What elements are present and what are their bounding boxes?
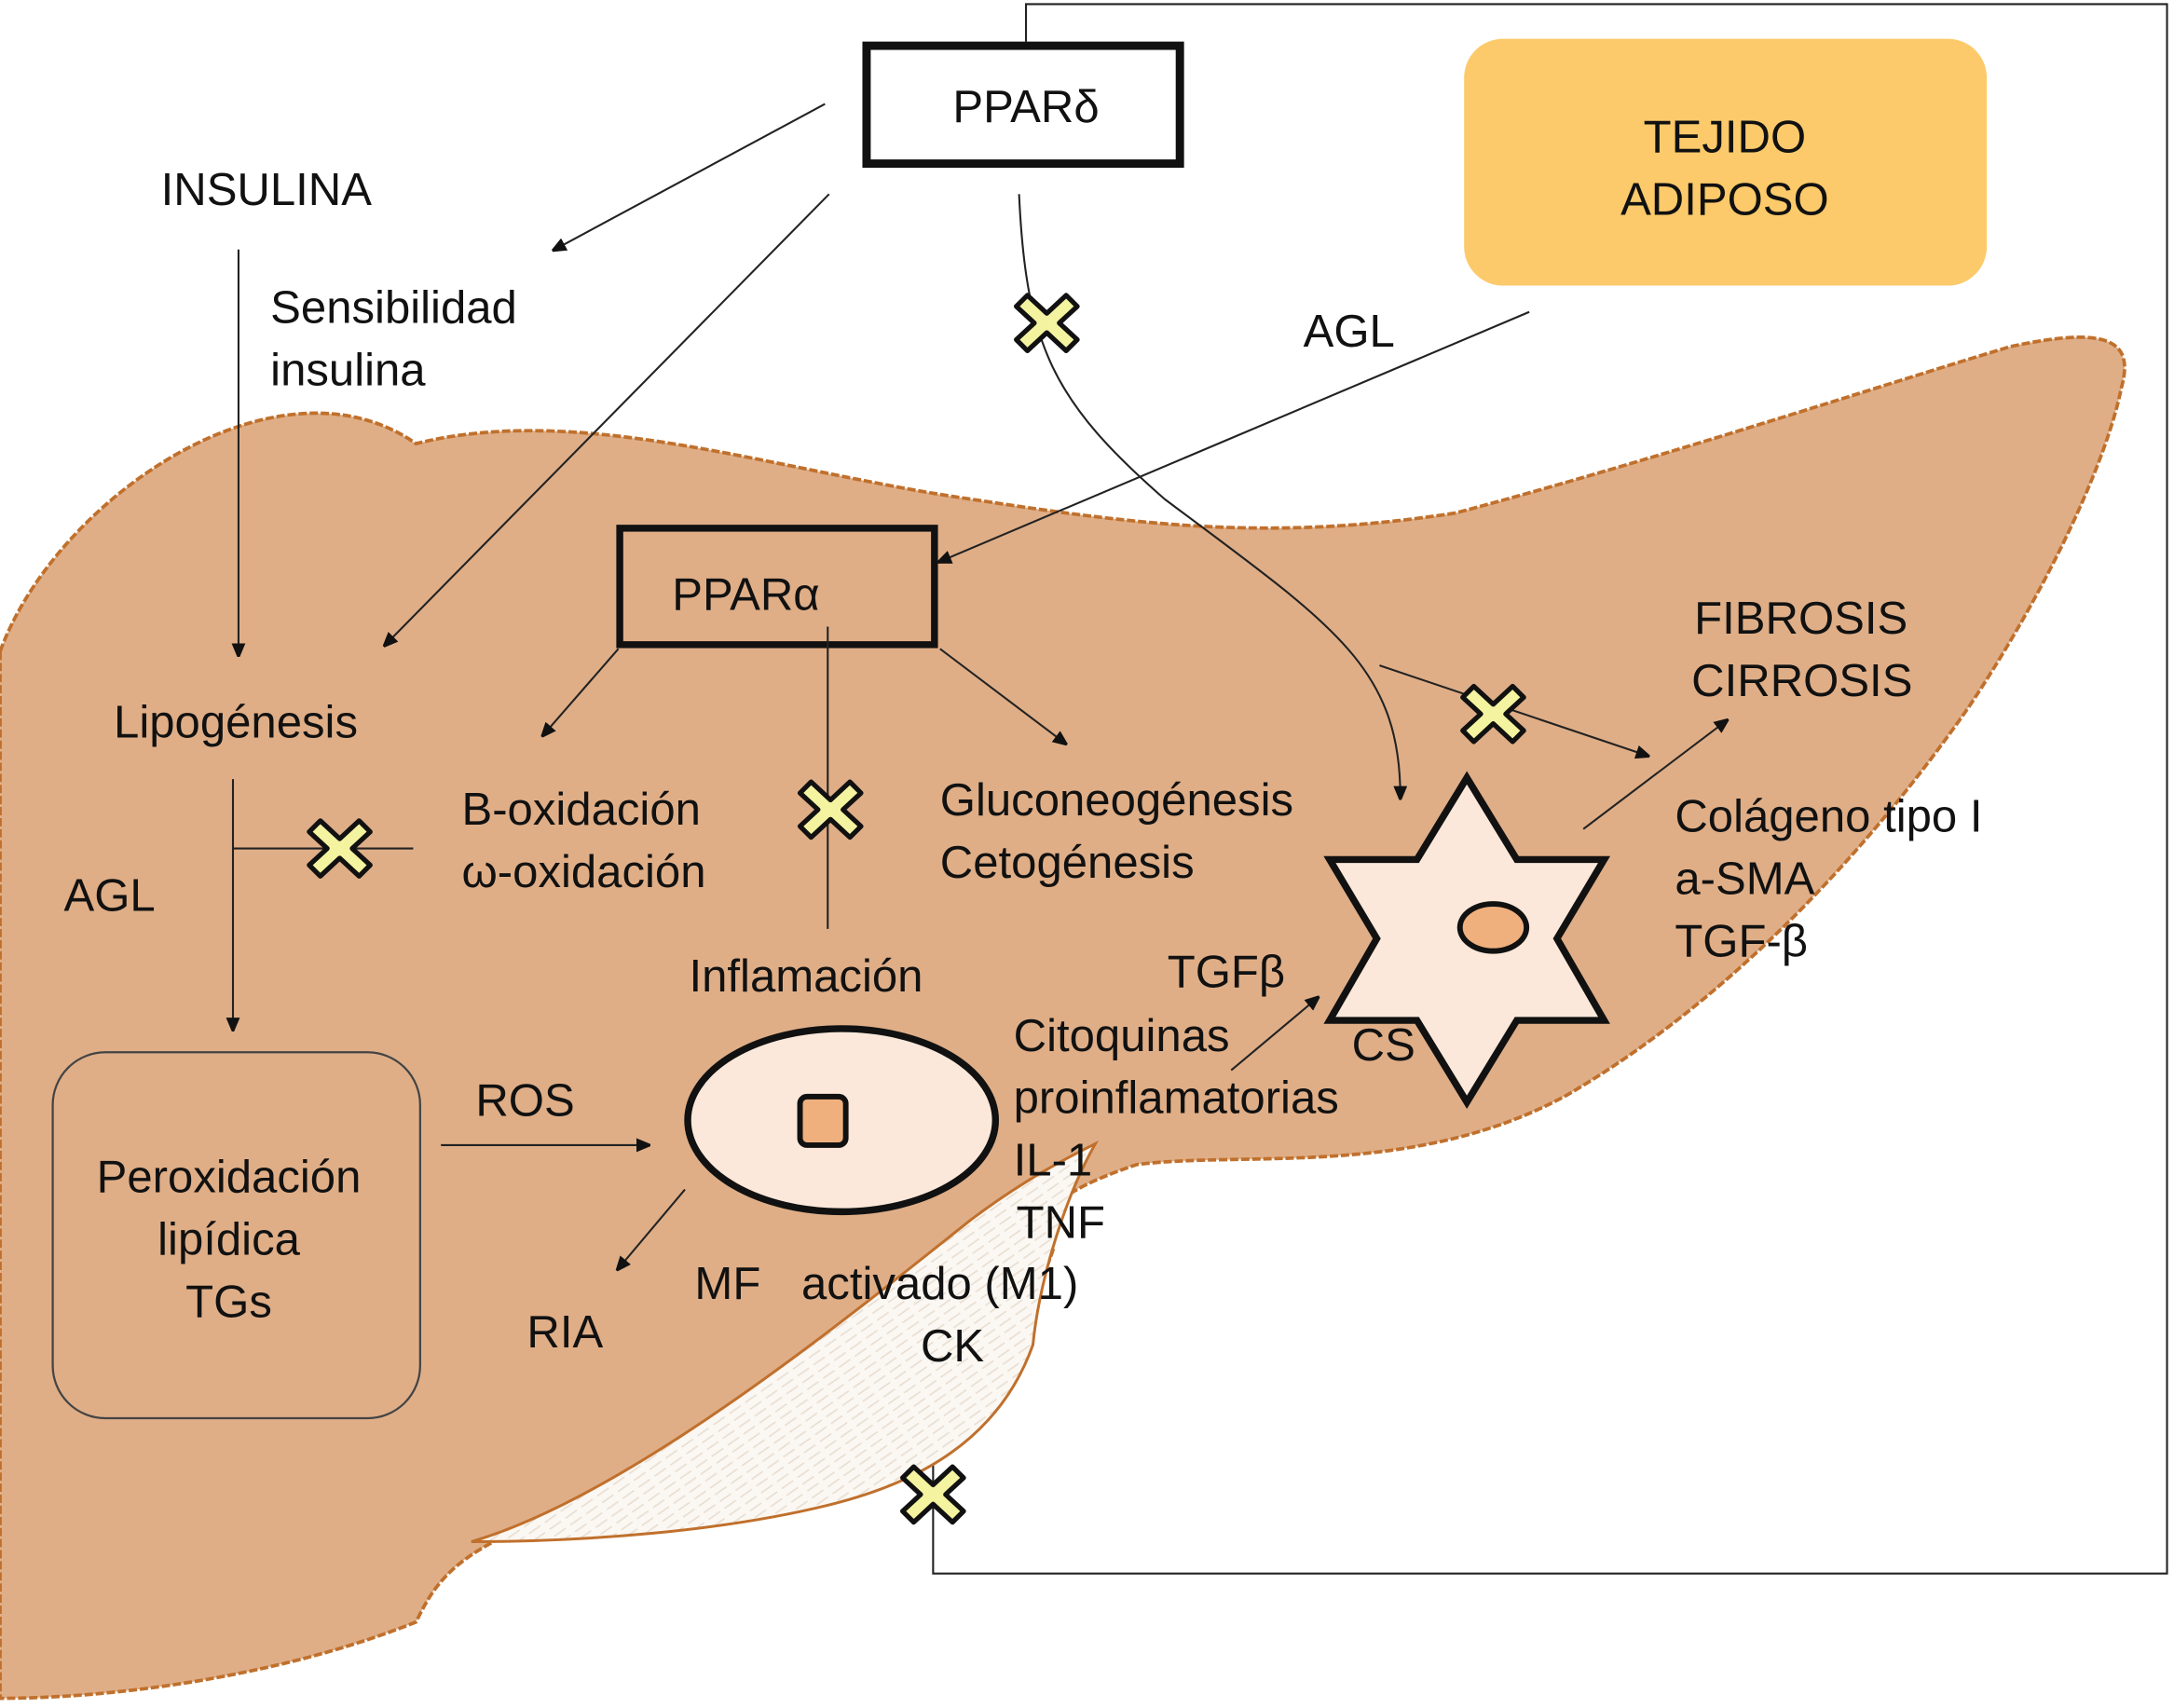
citoquinas-label-3: IL-1 [1014,1136,1093,1186]
adipose-label-1: TEJIDO [1644,113,1807,163]
macrophage-nucleus [797,1093,849,1148]
peroxidacion-label-1: Peroxidación [97,1153,362,1203]
peroxidacion-label-3: TGs [185,1277,272,1327]
feedback-frame-line [933,3,2168,1575]
colageno-label-1: Colágeno tipo I [1675,792,1982,842]
lipogenesis-label: Lipogénesis [114,698,358,748]
citoquinas-label-4: TNF [1017,1198,1105,1249]
ck-label: CK [921,1321,984,1372]
cs-label: CS [1352,1020,1415,1071]
colageno-label-2: a-SMA [1675,854,1814,905]
sensibilidad-label-2: insulina [270,346,426,396]
oxidacion-label-2: ω-oxidación [461,847,705,897]
gluconeo-label-2: Cetogénesis [940,838,1195,888]
peroxidacion-box [51,1051,421,1420]
adipose-label-2: ADIPOSO [1620,175,1829,225]
ria-label: RIA [526,1307,603,1358]
arrow-ppard-to-lipogenesis [386,193,830,645]
ppar-alpha-label: PPARα [672,570,819,621]
adipose-tissue-box [1464,38,1988,286]
gluconeo-label-1: Gluconeogénesis [940,775,1293,826]
arrow-stellate-to-fibrosis [1582,721,1726,830]
agl-left-label: AGL [63,871,155,922]
arrow-macrophage-to-ria [619,1188,686,1269]
activado-label: activado (M1) [801,1259,1078,1309]
mf-label: MF [694,1259,760,1309]
block-x-icon [1017,295,1077,351]
ppar-alpha-box [616,525,938,649]
agl-top-label: AGL [1304,307,1395,357]
arrow-ppard-to-sensibilidad [554,102,826,250]
arrow-to-fibrosis-blocked [1379,664,1647,756]
peroxidacion-label-2: lipídica [157,1214,300,1264]
citoquinas-label-2: proinflamatorias [1014,1073,1339,1124]
arrow-tgfb-to-stellate [1230,998,1317,1072]
stellate-nucleus [1456,901,1530,954]
ppar-delta-label: PPARδ [952,82,1099,132]
ros-label: ROS [475,1076,574,1127]
ppar-delta-box [862,41,1184,169]
oxidacion-label-1: B-oxidación [461,785,700,835]
insulina-label: INSULINA [161,165,373,215]
inflamacion-label: Inflamación [689,951,923,1002]
fibrotic-region [471,1140,1100,1543]
arrow-adipose-to-pparalpha [940,310,1530,562]
sensibilidad-label-1: Sensibilidad [270,283,517,334]
arrow-pparalpha-to-oxidacion [543,648,620,734]
arrow-pparalpha-to-gluconeo [939,648,1065,743]
citoquinas-label-1: Citoquinas [1014,1011,1230,1061]
fibrosis-label-2: CIRROSIS [1691,656,1912,706]
colageno-label-3: TGF-β [1675,917,1808,967]
tgfb-label: TGFβ [1168,947,1285,997]
fibrosis-label-1: FIBROSIS [1694,594,1907,644]
